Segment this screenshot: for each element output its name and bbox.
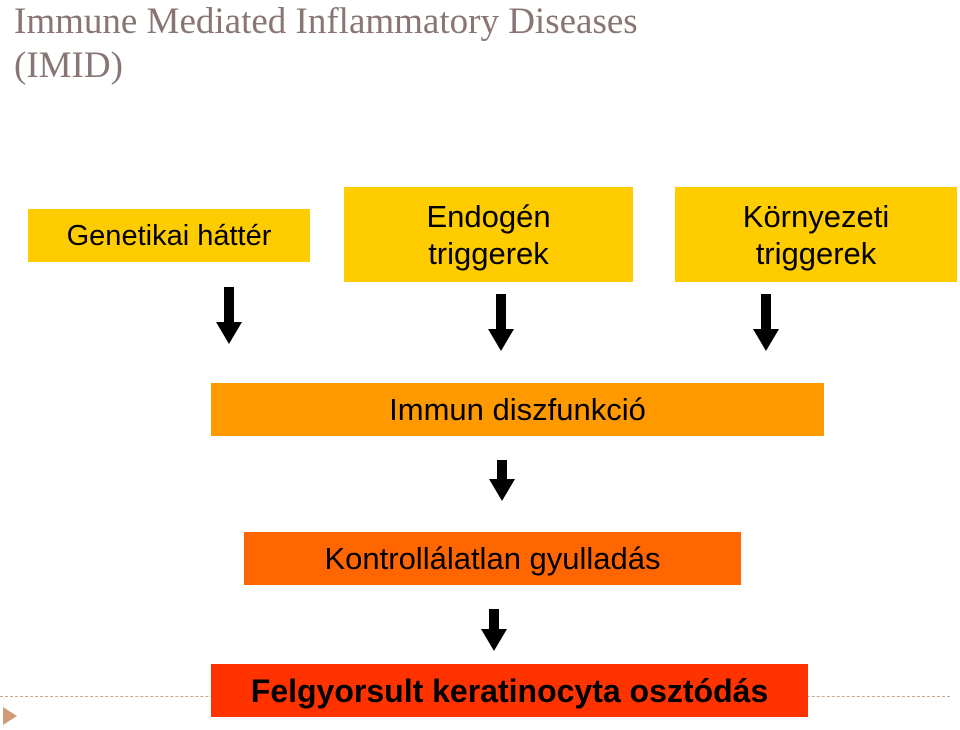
keratinocyte-division-box: Felgyorsult keratinocyta osztódás bbox=[211, 664, 808, 717]
arrow-down-icon bbox=[753, 294, 779, 351]
bullet-triangle-icon bbox=[3, 707, 17, 725]
arrow-down-icon bbox=[489, 460, 515, 501]
environmental-triggers-label: Környezeti triggerek bbox=[742, 198, 890, 271]
keratinocyte-division-label: Felgyorsult keratinocyta osztódás bbox=[250, 672, 769, 709]
uncontrolled-inflammation-label: Kontrollálatlan gyulladás bbox=[324, 541, 661, 576]
arrow-down-icon bbox=[481, 609, 507, 652]
immune-dysfunction-box: Immun diszfunkció bbox=[211, 383, 824, 436]
endogenous-triggers-box: Endogén triggerek bbox=[344, 187, 633, 282]
arrow-down-icon bbox=[216, 287, 242, 344]
uncontrolled-inflammation-box: Kontrollálatlan gyulladás bbox=[244, 532, 741, 585]
genetic-background-label: Genetikai háttér bbox=[66, 219, 272, 252]
environmental-triggers-box: Környezeti triggerek bbox=[675, 187, 957, 282]
endogenous-triggers-label: Endogén triggerek bbox=[426, 198, 551, 271]
slide-title: Immune Mediated Inflammatory Diseases (I… bbox=[14, 1, 638, 86]
arrow-down-icon bbox=[488, 294, 514, 351]
genetic-background-box: Genetikai háttér bbox=[28, 209, 310, 262]
immune-dysfunction-label: Immun diszfunkció bbox=[389, 392, 646, 427]
